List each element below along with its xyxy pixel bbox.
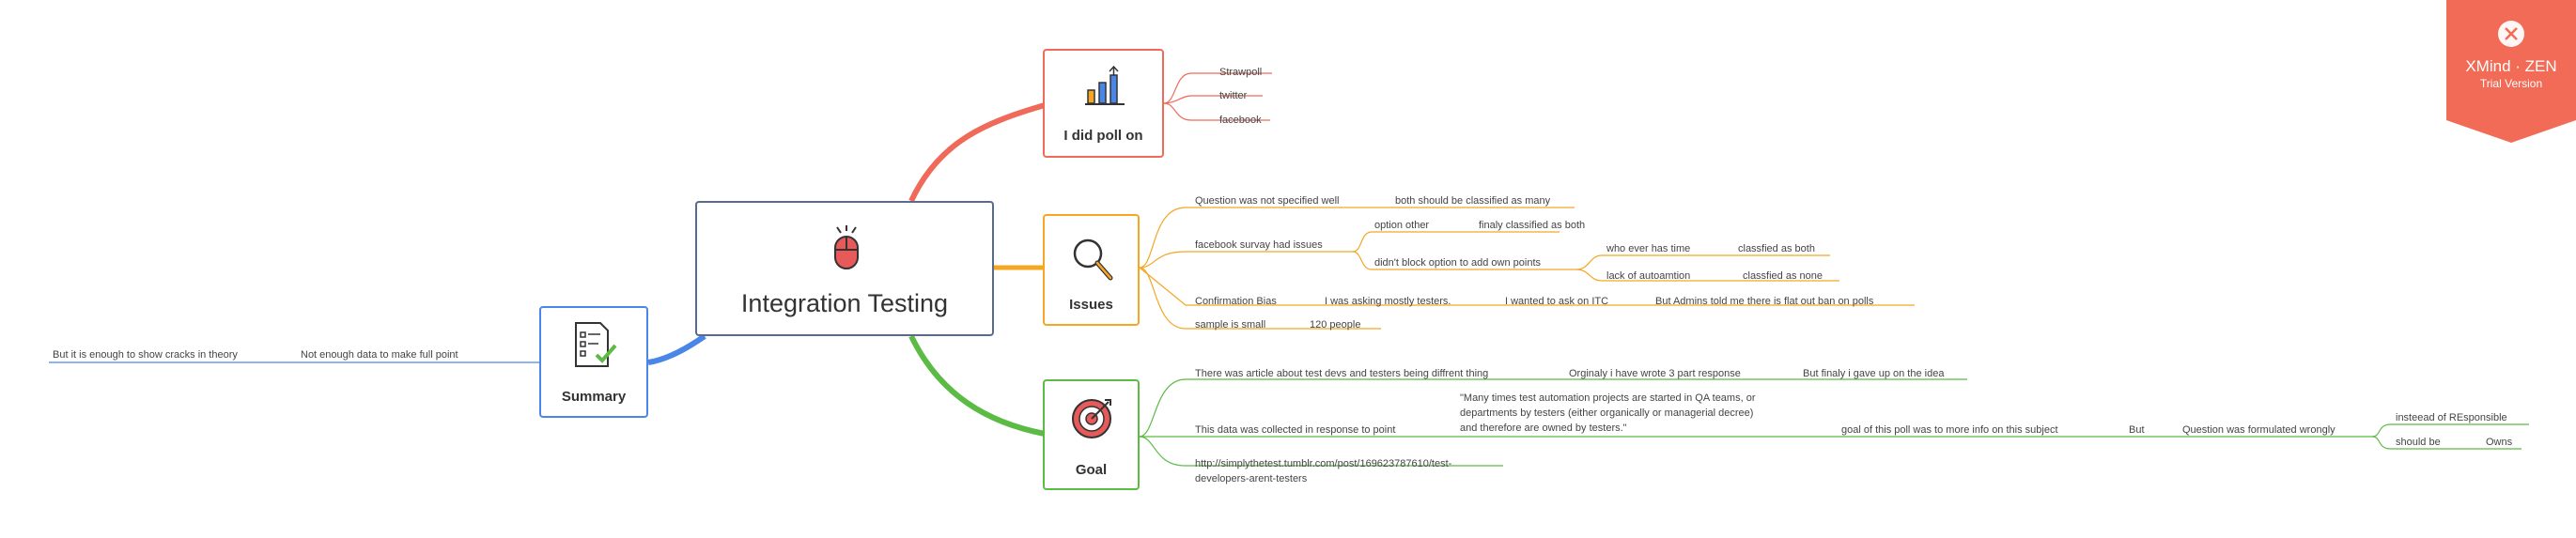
goal-instead: insteead of REsponsible <box>2396 412 2507 423</box>
goal-article-c2: But finaly i gave up on the idea <box>1803 368 1945 379</box>
issue-bias-c2: I wanted to ask on ITC <box>1505 296 1608 307</box>
topic-issues[interactable]: Issues <box>1043 214 1140 326</box>
issue-lack: lack of autoamtion <box>1606 270 1690 282</box>
goal-data: This data was collected in response to p… <box>1195 424 1395 436</box>
target-icon <box>1072 399 1111 438</box>
topic-poll-label: I did poll on <box>1063 128 1143 144</box>
issue-bias-c1: I was asking mostly testers. <box>1325 296 1451 307</box>
summary-grandchild: But it is enough to show cracks in theor… <box>53 349 238 361</box>
topic-poll[interactable]: I did poll on <box>1043 49 1164 158</box>
goal-quote-line2: departments by testers (either organical… <box>1460 407 1753 419</box>
mouse-icon <box>834 225 859 269</box>
issue-option-other-child: finaly classified as both <box>1479 220 1585 231</box>
issue-sample: sample is small <box>1195 319 1265 330</box>
issue-bias-c3: But Admins told me there is flat out ban… <box>1655 296 1874 307</box>
central-topic[interactable]: Integration Testing <box>695 201 994 336</box>
goal-quote-line1: "Many times test automation projects are… <box>1460 392 1756 404</box>
issue-who: who ever has time <box>1606 243 1690 254</box>
goal-branch <box>1139 378 2529 467</box>
central-topic-label: Integration Testing <box>740 289 949 317</box>
goal-article: There was article about test devs and te… <box>1195 368 1488 379</box>
poll-branch <box>1163 72 1272 121</box>
issues-branch <box>1139 207 1915 330</box>
poll-item-twitter: twitter <box>1219 90 1248 101</box>
trial-badge: XMind · ZEN Trial Version <box>2446 0 2576 143</box>
connector-poll <box>908 102 1046 203</box>
goal-formulated: Question was formulated wrongly <box>2182 424 2335 436</box>
topic-goal-label: Goal <box>1075 462 1108 478</box>
connector-summary <box>647 333 706 365</box>
issue-sample-child: 120 people <box>1310 319 1360 330</box>
issue-option-other: option other <box>1374 220 1429 231</box>
topic-goal[interactable]: Goal <box>1043 379 1140 490</box>
checklist-icon <box>575 322 617 367</box>
goal-link-line2[interactable]: developers-arent-testers <box>1195 473 1308 484</box>
issue-facebook: facebook survay had issues <box>1195 239 1323 251</box>
connector-goal <box>908 334 1046 437</box>
close-icon[interactable] <box>2498 21 2524 47</box>
issue-bias: Confirmation Bias <box>1195 296 1277 307</box>
goal-quote-line3: and therefore are owned by testers." <box>1460 423 1627 434</box>
bar-chart-icon <box>1085 66 1125 105</box>
poll-item-strawpoll: Strawpoll <box>1219 67 1262 78</box>
topic-summary-label: Summary <box>561 389 627 405</box>
badge-subtitle: Trial Version <box>2480 77 2542 90</box>
issue-didnt-block: didn't block option to add own points <box>1374 257 1541 269</box>
summary-child: Not enough data to make full point <box>301 349 458 361</box>
goal-poll-goal: goal of this poll was to more info on th… <box>1841 424 2058 436</box>
magnifier-icon <box>1073 238 1113 281</box>
issue-who-child: classfied as both <box>1738 243 1815 254</box>
goal-should: should be <box>2396 437 2441 448</box>
topic-summary[interactable]: Summary <box>539 306 648 418</box>
issue-question: Question was not specified well <box>1195 195 1339 207</box>
goal-link-line1[interactable]: http://simplythetest.tumblr.com/post/169… <box>1195 458 1452 469</box>
goal-but: But <box>2129 424 2145 436</box>
topic-issues-label: Issues <box>1069 297 1113 313</box>
poll-item-facebook: facebook <box>1219 115 1262 126</box>
issue-lack-child: classfied as none <box>1743 270 1823 282</box>
goal-article-c1: Orginaly i have wrote 3 part response <box>1569 368 1741 379</box>
issue-question-child: both should be classified as many <box>1395 195 1551 207</box>
badge-brand: XMind · ZEN <box>2465 57 2556 75</box>
goal-should-child: Owns <box>2486 437 2513 448</box>
